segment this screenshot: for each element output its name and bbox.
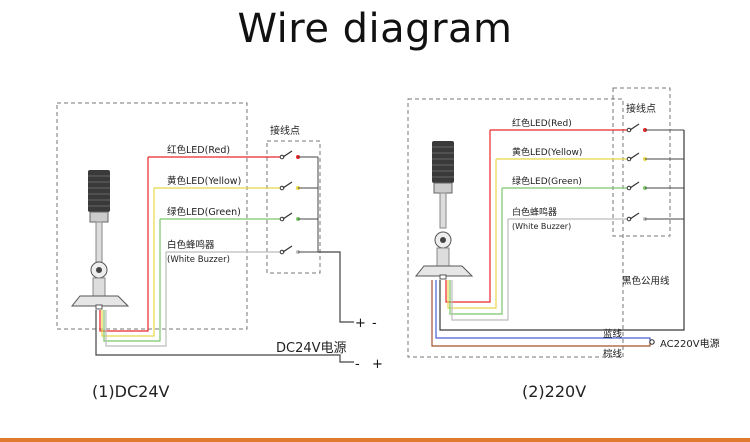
terminal-minus-lower: - bbox=[355, 357, 360, 372]
terminal-plus-lower: + bbox=[372, 357, 383, 372]
bottom-accent-bar bbox=[0, 438, 750, 442]
terminal-minus-upper: - bbox=[372, 316, 377, 331]
lamp-base bbox=[433, 182, 453, 194]
lamp-base bbox=[89, 211, 109, 223]
wire-red-down bbox=[445, 130, 491, 303]
junction-label-220: 接线点 bbox=[626, 102, 656, 115]
lamp-enclosure-box-220 bbox=[407, 98, 624, 358]
wire-white-down bbox=[451, 219, 509, 321]
wire-label-green: 绿色LED(Green) bbox=[167, 206, 241, 218]
blue-wire bbox=[435, 280, 651, 342]
lamp-foot bbox=[70, 295, 130, 307]
common-wire-label: 黑色公用线 bbox=[622, 275, 670, 287]
switch-blade bbox=[282, 212, 293, 220]
lamp-foot bbox=[414, 265, 474, 277]
switch-blade bbox=[629, 181, 640, 189]
power-source-label: DC24V电源 bbox=[276, 341, 347, 356]
switch-blade bbox=[629, 152, 640, 160]
tower-lamp-220 bbox=[414, 141, 474, 280]
wire-label-white: 白色蜂鸣器 bbox=[512, 206, 557, 218]
switch-blade bbox=[282, 150, 293, 158]
lamp-lens bbox=[432, 141, 454, 183]
switch-blade bbox=[629, 212, 640, 220]
lamp-pole bbox=[439, 192, 447, 229]
brown-wire bbox=[431, 280, 651, 347]
junction-box-220 bbox=[612, 87, 671, 237]
wire-label-white: 白色蜂鸣器 bbox=[167, 239, 215, 251]
wire-label-red: 红色LED(Red) bbox=[512, 117, 572, 129]
supply-terminal bbox=[649, 339, 655, 345]
wire-red-down bbox=[99, 157, 149, 332]
lamp-neck bbox=[436, 247, 450, 267]
switch-white bbox=[626, 212, 647, 222]
wire-label-green: 绿色LED(Green) bbox=[512, 175, 582, 187]
wire-label-yellow: 黄色LED(Yellow) bbox=[167, 175, 241, 187]
switch-green bbox=[279, 212, 300, 222]
supply-negative-line bbox=[95, 310, 354, 363]
ac-power-label: AC220V电源 bbox=[660, 337, 720, 350]
common-black-wire bbox=[439, 130, 685, 331]
lamp-enclosure-box bbox=[56, 102, 248, 330]
lamp-joint-bolt bbox=[96, 267, 102, 273]
junction-label: 接线点 bbox=[270, 124, 300, 137]
terminal-plus-upper: + bbox=[355, 316, 366, 331]
lamp-pole bbox=[95, 221, 103, 263]
wire-label-yellow: 黄色LED(Yellow) bbox=[512, 146, 582, 158]
lamp-lens bbox=[88, 170, 110, 212]
switch-yellow bbox=[626, 152, 647, 162]
supply-positive-line bbox=[318, 251, 354, 323]
wire-yellow-down bbox=[101, 188, 155, 337]
left-caption: (1)DC24V bbox=[92, 382, 170, 401]
wire-yellow-down bbox=[447, 159, 497, 309]
blue-wire-label: 蓝线 bbox=[603, 328, 623, 340]
switch-yellow bbox=[279, 181, 300, 191]
switch-blade bbox=[282, 245, 293, 253]
switch-white bbox=[279, 245, 300, 255]
wire-label-red: 红色LED(Red) bbox=[167, 144, 230, 156]
switch-red bbox=[626, 123, 647, 133]
lamp-joint-bolt bbox=[440, 237, 446, 243]
switch-green bbox=[626, 181, 647, 191]
brown-wire-label: 棕线 bbox=[603, 348, 623, 360]
switch-red bbox=[279, 150, 300, 160]
switch-blade bbox=[629, 123, 640, 131]
tower-lamp bbox=[70, 170, 130, 310]
lamp-label-tag bbox=[439, 274, 447, 280]
right-caption: (2)220V bbox=[522, 382, 586, 401]
junction-box bbox=[266, 140, 321, 274]
switch-blade bbox=[282, 181, 293, 189]
wire-white-down bbox=[105, 252, 167, 347]
page-title: Wire diagram bbox=[237, 6, 513, 52]
lamp-label-tag bbox=[95, 304, 103, 310]
wire-sublabel-white: (White Buzzer) bbox=[512, 222, 571, 231]
wire-green-down bbox=[103, 219, 161, 342]
wire-sublabel-white: (White Buzzer) bbox=[167, 255, 230, 265]
lamp-neck bbox=[92, 277, 106, 297]
wire-green-down bbox=[449, 188, 503, 315]
